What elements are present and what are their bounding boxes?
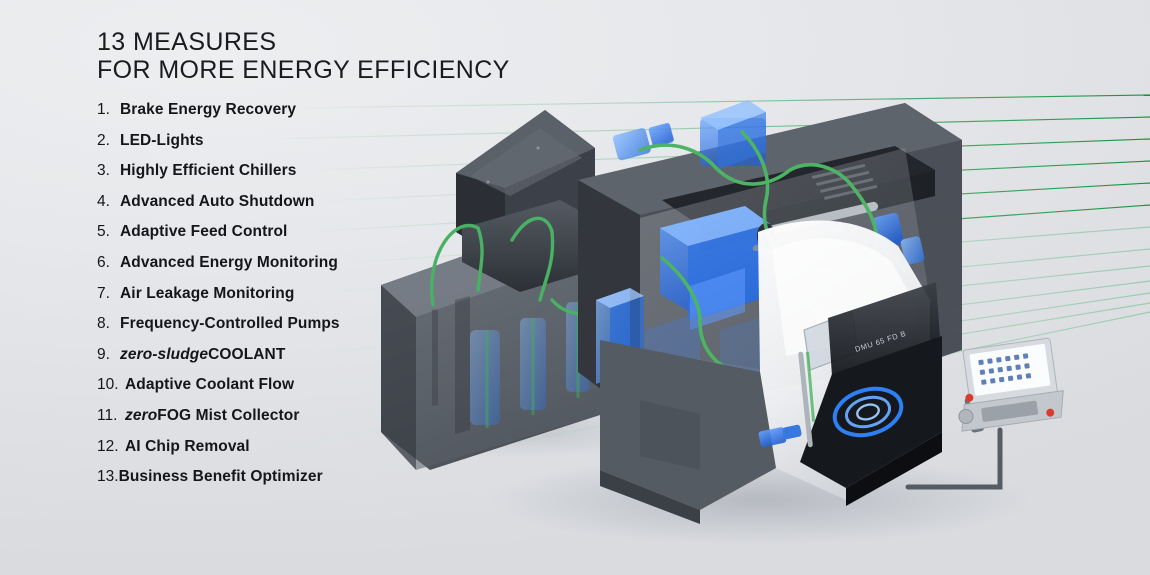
list-item: 10. Adaptive Coolant Flow	[97, 377, 517, 393]
page-title: 13 MEASURES FOR MORE ENERGY EFFICIENCY	[97, 28, 517, 84]
item-label: Adaptive Coolant Flow	[125, 376, 295, 394]
list-item: 13.Business Benefit Optimizer	[97, 469, 517, 485]
item-label: Frequency-Controlled Pumps	[120, 315, 340, 333]
title-line-1: 13 MEASURES	[97, 28, 277, 56]
list-item: 7. Air Leakage Monitoring	[97, 284, 517, 302]
item-number: 13.	[97, 468, 119, 486]
item-label-italic: zero	[125, 406, 158, 424]
front-cover: DMU 65 FD B	[758, 220, 942, 506]
list-item: 3. Highly Efficient Chillers	[97, 163, 517, 179]
item-label: Air Leakage Monitoring	[120, 284, 295, 302]
item-number: 8.	[97, 315, 110, 333]
item-number: 10.	[97, 376, 119, 394]
list-item: 1. Brake Energy Recovery	[97, 102, 517, 118]
item-label-regular: FOG Mist Collector	[157, 406, 300, 424]
item-label-italic: zero-sludge	[120, 345, 209, 363]
list-item: 5. Adaptive Feed Control	[97, 224, 517, 240]
control-panel	[905, 337, 1064, 490]
item-number: 12.	[97, 437, 119, 455]
list-item: 11. zeroFOG Mist Collector	[97, 406, 517, 424]
item-number: 9.	[97, 345, 110, 363]
item-label: Adaptive Feed Control	[120, 223, 288, 241]
item-label: LED-Lights	[120, 131, 204, 149]
item-label: zeroFOG Mist Collector	[125, 406, 300, 424]
title-line-2: FOR MORE ENERGY EFFICIENCY	[97, 56, 510, 84]
item-label: AI Chip Removal	[125, 437, 250, 455]
item-label: Highly Efficient Chillers	[120, 162, 297, 180]
item-number: 4.	[97, 192, 110, 210]
chip-conveyor	[832, 386, 904, 438]
item-label: Advanced Energy Monitoring	[120, 253, 338, 271]
item-number: 3.	[97, 162, 110, 180]
item-label-regular: COOLANT	[208, 345, 286, 363]
measures-panel: 13 MEASURES FOR MORE ENERGY EFFICIENCY 1…	[97, 28, 517, 500]
item-number: 7.	[97, 284, 110, 302]
measures-list: 1. Brake Energy Recovery 2. LED-Lights 3. H…	[97, 102, 517, 485]
list-item: 8. Frequency-Controlled Pumps	[97, 316, 517, 332]
item-number: 2.	[97, 131, 110, 149]
item-number: 11.	[97, 406, 118, 424]
item-label: Brake Energy Recovery	[120, 101, 297, 118]
chiller-unit	[456, 110, 600, 292]
list-item: 4. Advanced Auto Shutdown	[97, 192, 517, 210]
list-item: 9. zero-sludgeCOOLANT	[97, 345, 517, 363]
list-item: 12. AI Chip Removal	[97, 437, 517, 455]
list-item: 6. Advanced Energy Monitoring	[97, 253, 517, 271]
item-number: 5.	[97, 223, 110, 241]
list-item: 2. LED-Lights	[97, 131, 517, 149]
item-label: Advanced Auto Shutdown	[120, 192, 315, 210]
machine-base	[600, 340, 802, 524]
item-label: zero-sludgeCOOLANT	[120, 345, 286, 363]
item-label: Business Benefit Optimizer	[118, 468, 323, 486]
item-number: 1.	[97, 101, 110, 118]
item-number: 6.	[97, 253, 110, 271]
